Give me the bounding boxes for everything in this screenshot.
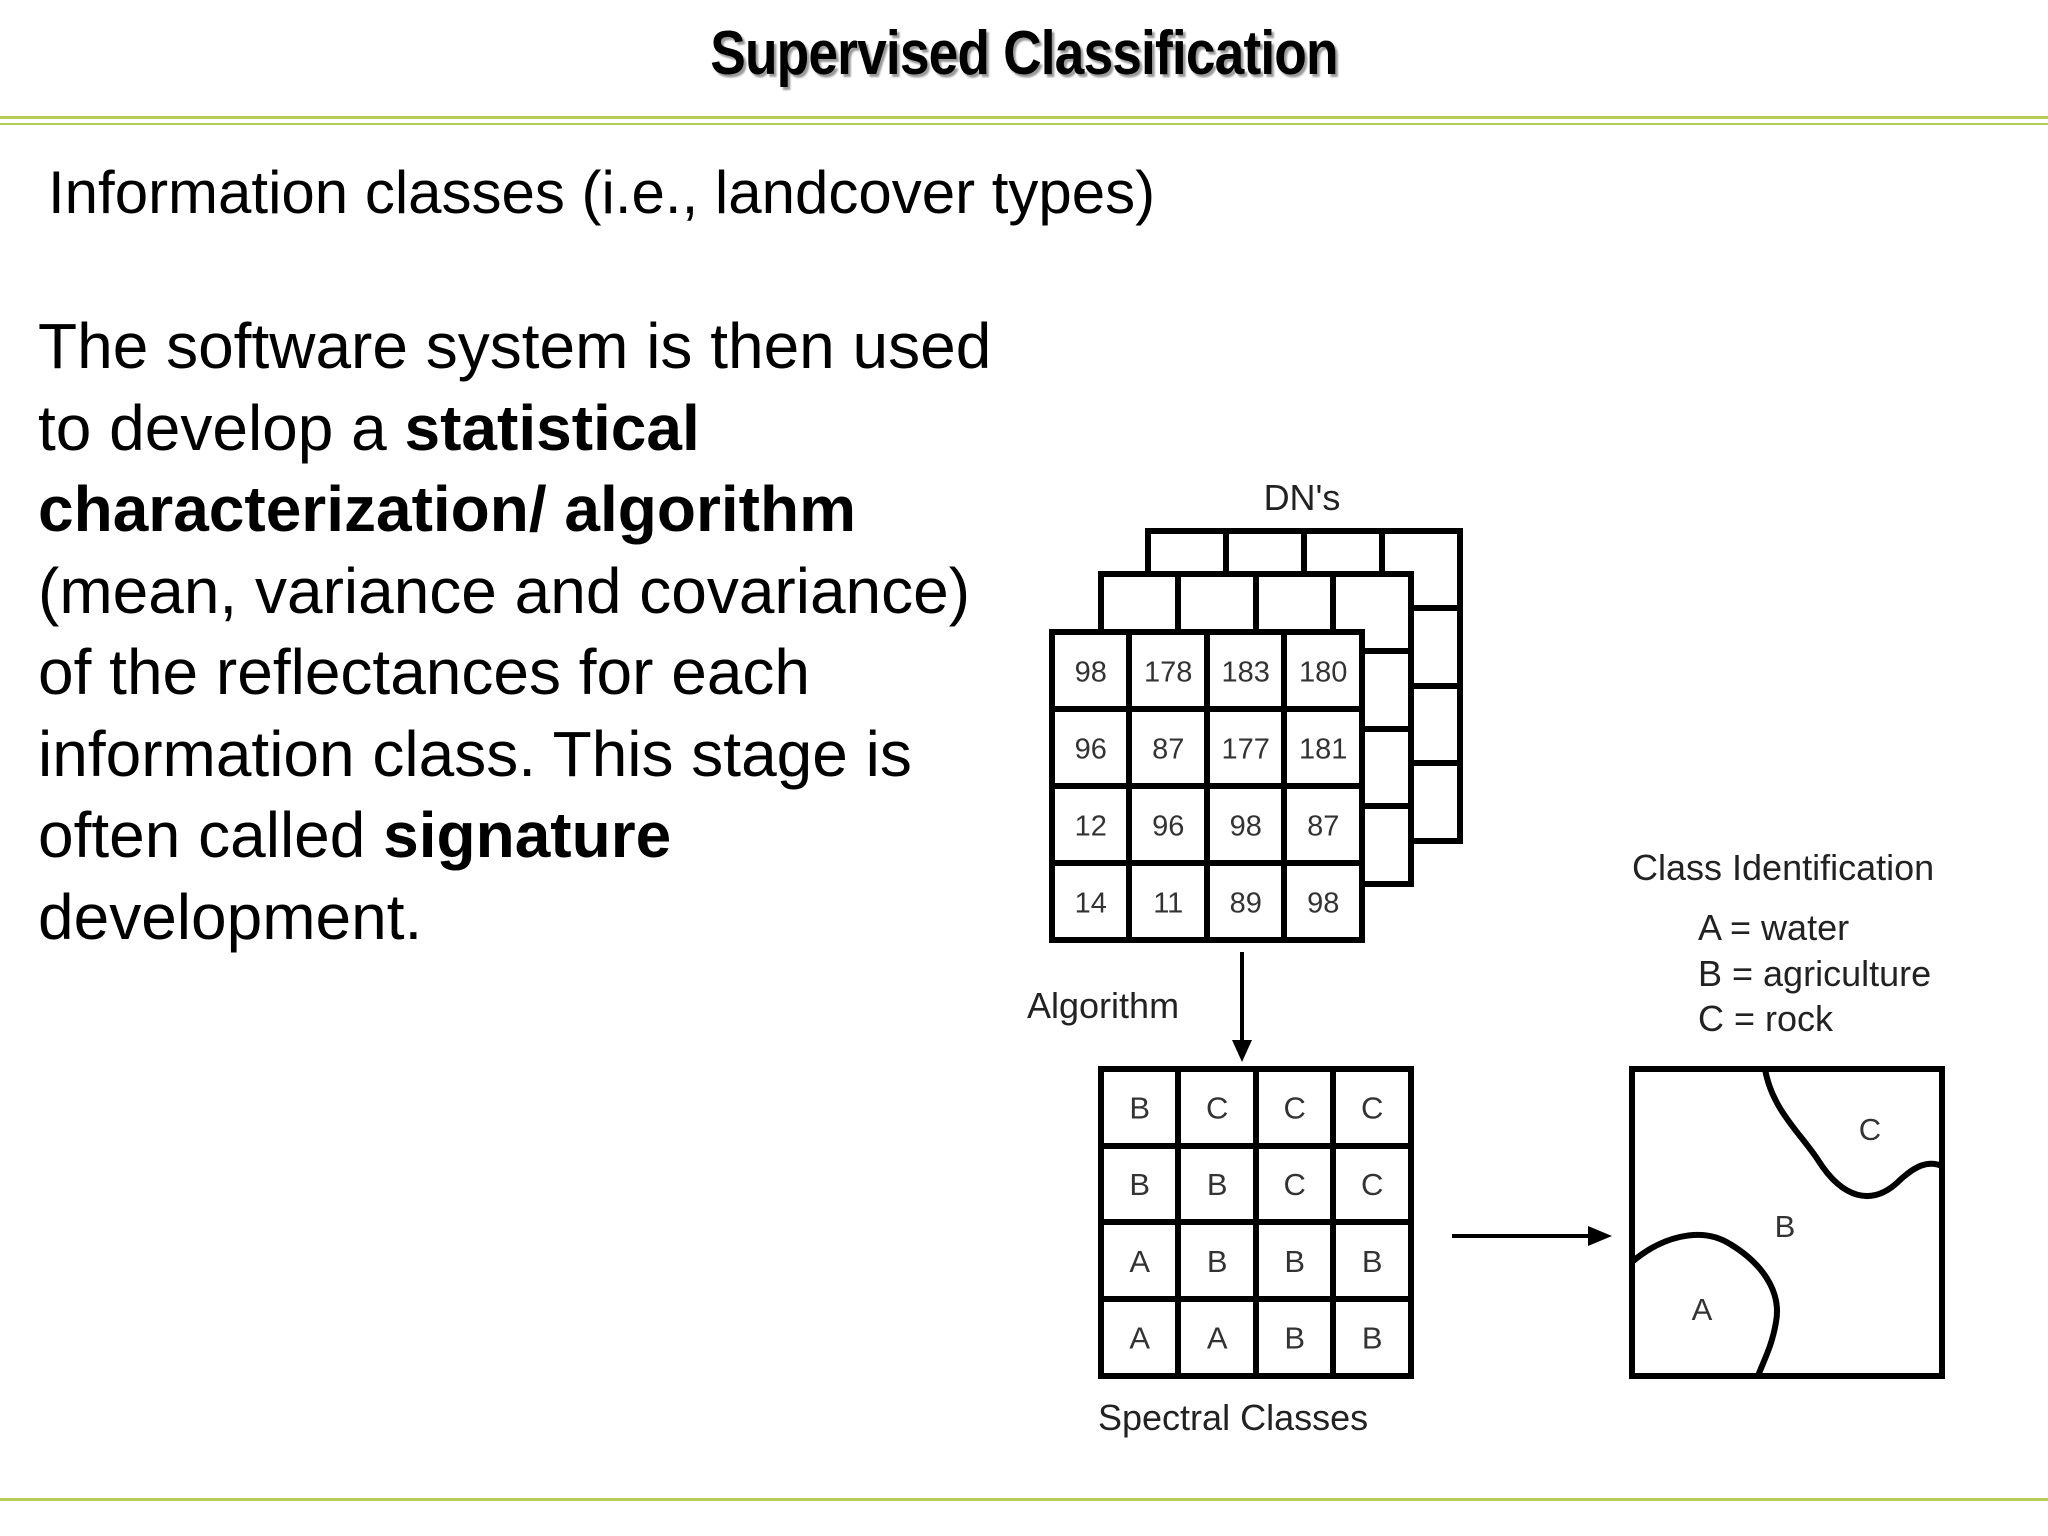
dn-cell-r2-c1: 96 [1152,811,1184,843]
right-arrow [1452,1226,1612,1246]
class-values: B C C C B B C C A B B B A A B B [1129,1090,1383,1355]
spectral-class-grid: B C C C B B C C A B B B A A B B [1098,1066,1414,1379]
class-cell-r0-c0: B [1129,1090,1150,1125]
dn-cell-r3-c3: 98 [1307,888,1339,920]
class-cell-r0-c2: C [1284,1090,1306,1125]
body-bold-statistical: statistical characterization/ algorithm [38,391,856,546]
algorithm-arrow [1232,952,1252,1062]
dn-cell-r2-c0: 12 [1075,811,1107,843]
title-divider-line-secondary [0,123,2048,125]
class-cell-r1-c2: C [1284,1167,1306,1202]
legend-entry-agriculture: B = agriculture [1698,953,1931,994]
class-cell-r2-c2: B [1284,1244,1305,1279]
class-cell-r0-c3: C [1361,1090,1383,1125]
subtitle: Information classes (i.e., landcover typ… [48,159,1156,226]
class-cell-r3-c2: B [1284,1321,1305,1356]
class-cell-r3-c3: B [1362,1321,1383,1356]
title-divider-line [0,116,2048,119]
map-region-a: A [1692,1292,1713,1327]
class-identification-title: Class Identification [1632,847,1934,888]
spectral-classes-label: Spectral Classes [1098,1397,1368,1438]
body-paragraph: The software system is then used to deve… [38,306,998,958]
dn-cell-r0-c3: 180 [1299,657,1347,689]
class-cell-r2-c3: B [1362,1244,1383,1279]
dn-cell-r2-c2: 98 [1230,811,1262,843]
legend-entry-rock: C = rock [1698,998,1834,1039]
class-cell-r1-c3: C [1361,1167,1383,1202]
dn-cell-r1-c0: 96 [1075,734,1107,766]
slide-title: Supervised Classification [710,19,1338,88]
dn-cell-r3-c1: 11 [1153,888,1183,920]
body-bold-signature: signature [383,799,672,871]
legend-entry-water: A = water [1698,907,1849,948]
algorithm-label: Algorithm [1027,985,1179,1026]
dn-cell-r0-c0: 98 [1075,657,1107,689]
class-cell-r2-c1: B [1207,1244,1228,1279]
class-cell-r3-c0: A [1129,1321,1150,1356]
dn-cell-r3-c2: 89 [1230,888,1262,920]
classified-map: A B C [1629,1066,1945,1379]
footer-divider-line [0,1498,2048,1501]
dn-values: 98 178 183 180 96 87 177 181 12 96 98 87 14 11 89 98 [1075,657,1348,920]
class-cell-r3-c1: A [1207,1321,1228,1356]
map-region-c: C [1859,1112,1881,1147]
dn-cell-r1-c3: 181 [1299,734,1347,766]
dn-cell-r0-c2: 183 [1222,657,1270,689]
class-cell-r0-c1: C [1206,1090,1228,1125]
dn-cell-r2-c3: 87 [1307,811,1339,843]
dn-cell-r3-c0: 14 [1075,888,1107,920]
class-cell-r1-c0: B [1129,1167,1150,1202]
body-text-part-3: development. [38,880,423,953]
class-identification-legend: Class Identification A = water B = agric… [1632,847,1934,1039]
map-region-b: B [1775,1209,1796,1244]
class-cell-r2-c0: A [1129,1244,1150,1279]
dn-layer-front: 98 178 183 180 96 87 177 181 12 96 98 87 14 11 89 98 [1049,629,1365,943]
dn-cell-r1-c2: 177 [1222,734,1270,766]
dn-cell-r1-c1: 87 [1152,734,1184,766]
class-cell-r1-c1: B [1207,1167,1228,1202]
dn-cell-r0-c1: 178 [1144,657,1192,689]
dn-label: DN's [1264,477,1341,518]
body-text-part-1: The software system is then used to deve… [38,310,992,464]
body-text-part-2: (mean, variance and covariance) of the r… [38,554,971,872]
